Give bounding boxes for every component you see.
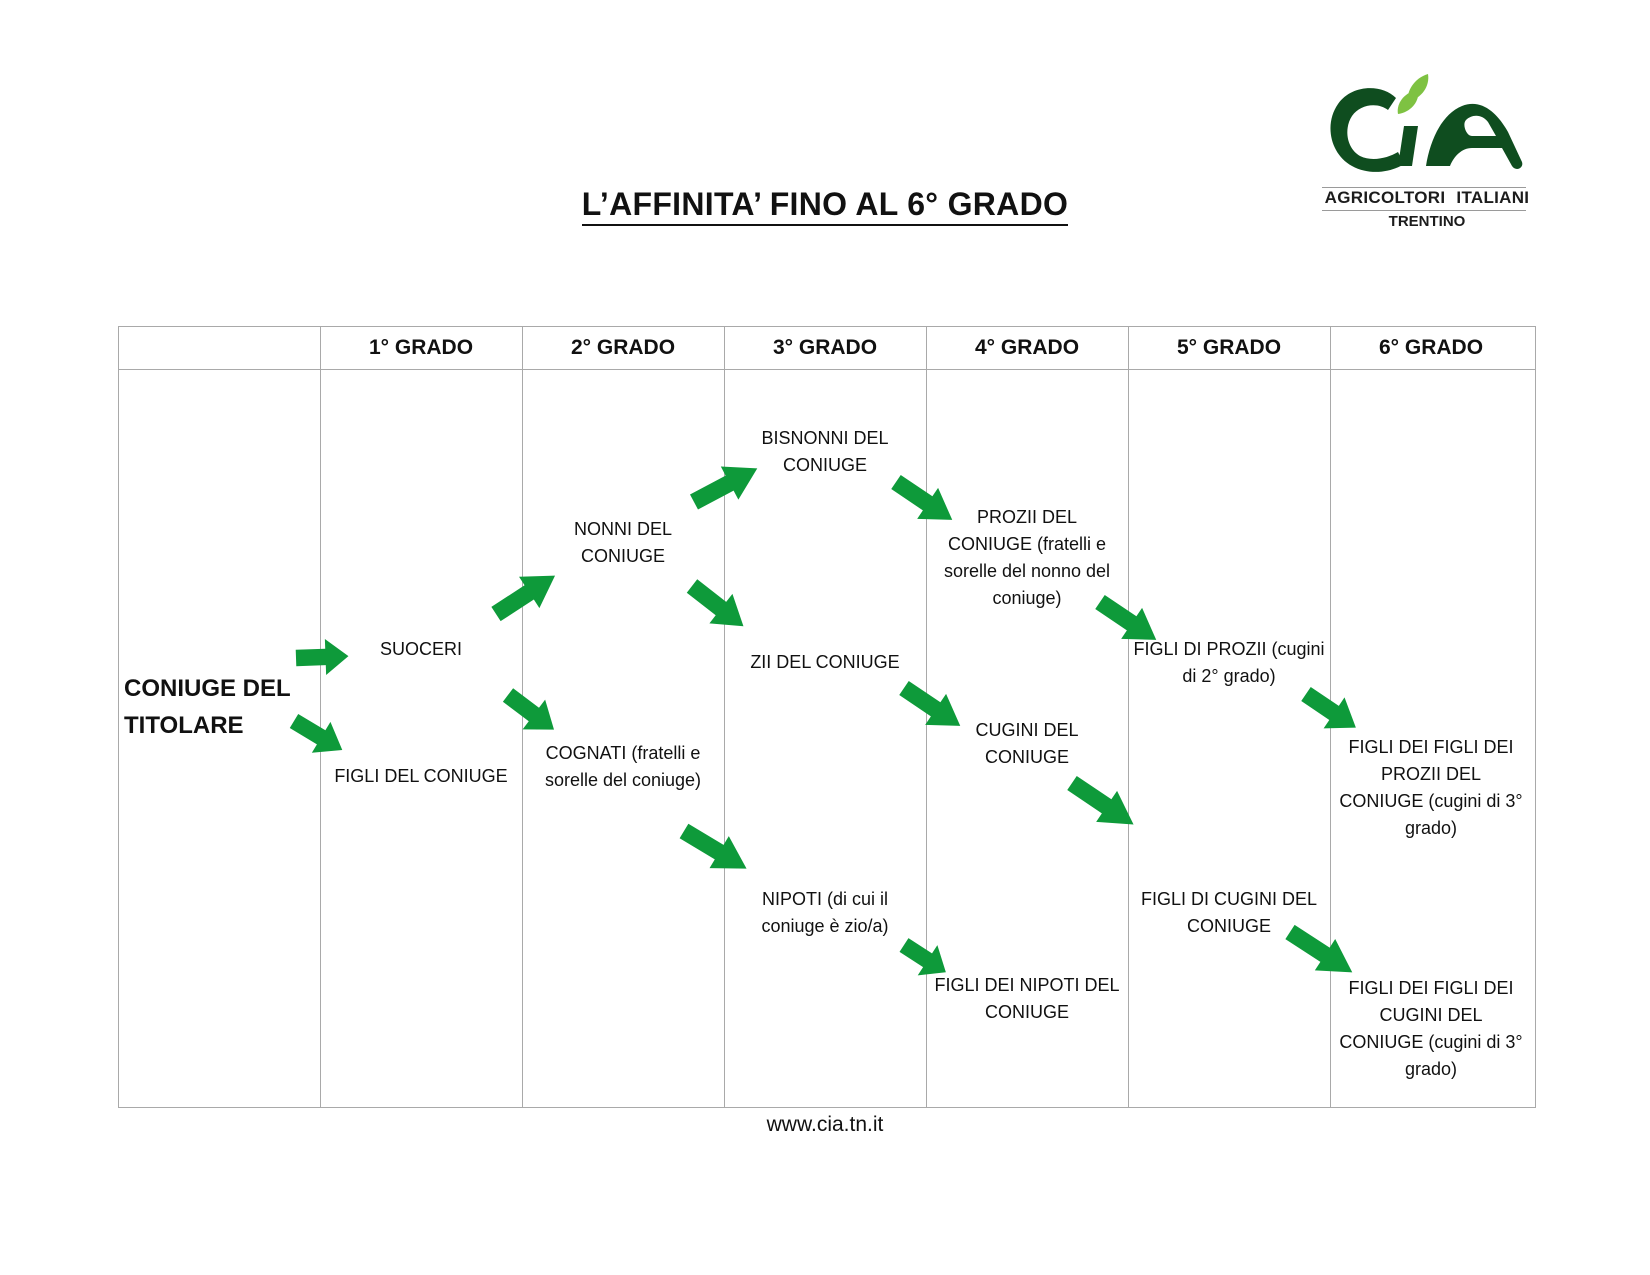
arrow-figli-cugini-figli-figli <box>1279 916 1363 989</box>
logo-text-sub: TRENTINO <box>1388 213 1466 230</box>
footer-website-link[interactable]: www.cia.tn.it <box>766 1113 884 1136</box>
cia-logo <box>1330 74 1523 172</box>
arrow-cugini-figli-cugini <box>1061 767 1145 841</box>
arrow-cognati-nipoti <box>674 814 757 885</box>
header-grado-6: 6° GRADO <box>1378 336 1484 359</box>
header-grado-4: 4° GRADO <box>974 336 1080 359</box>
arrow-nonni-zii <box>680 571 755 641</box>
node-figli-figli-cugini: FIGLI DEI FIGLI DEI CUGINI DEL CONIUGE (… <box>1339 978 1523 1079</box>
arrow-prozii-figli-prozii <box>1089 586 1167 656</box>
node-figli-nipoti: FIGLI DEI NIPOTI DEL CONIUGE <box>934 975 1120 1022</box>
node-nipoti: NIPOTI (di cui il coniuge è zio/a) <box>761 889 889 936</box>
node-figli-figli-prozii: FIGLI DEI FIGLI DEI PROZII DEL CONIUGE (… <box>1339 737 1523 838</box>
node-coniuge-titolare: CONIUGE DEL TITOLARE <box>124 675 291 739</box>
logo-i-shape <box>1398 126 1418 166</box>
arrow-figli-prozii-figli-figli <box>1295 678 1367 744</box>
arrow-suoceri-nonni <box>485 559 566 630</box>
header-grado-2: 2° GRADO <box>570 336 676 359</box>
logo-a-shape <box>1426 103 1523 169</box>
node-cognati: COGNATI (fratelli e sorelle del coniuge) <box>544 743 702 790</box>
node-figli-prozii: FIGLI DI PROZII (cugini di 2° grado) <box>1133 639 1325 686</box>
degree-table <box>118 326 1536 1108</box>
node-zii: ZII DEL CONIUGE <box>750 652 900 672</box>
page-title-text: L’AFFINITA’ FINO AL 6° GRADO <box>581 186 1069 226</box>
header-divider <box>118 369 1536 370</box>
arrow-zii-cugini <box>893 672 971 742</box>
column-divider <box>724 326 725 1108</box>
logo-c-shape <box>1330 88 1404 172</box>
node-suoceri: SUOCERI <box>379 639 462 659</box>
column-divider <box>1128 326 1129 1108</box>
header-grado-3: 3° GRADO <box>772 336 878 359</box>
arrow-suoceri-cognati <box>496 680 566 745</box>
node-figli-coniuge: FIGLI DEL CONIUGE <box>334 766 508 786</box>
node-bisnonni: BISNONNI DEL CONIUGE <box>761 428 889 475</box>
arrow-coniuge-figli <box>284 705 352 766</box>
node-prozii: PROZII DEL CONIUGE (fratelli e sorelle d… <box>943 507 1111 608</box>
logo-text-main: AGRICOLTORI ITALIANI <box>1324 188 1530 207</box>
header-grado-1: 1° GRADO <box>368 336 474 359</box>
arrow-nipoti-figli-nipoti <box>894 929 956 988</box>
column-divider <box>320 326 321 1108</box>
column-divider <box>522 326 523 1108</box>
logo-divider-top <box>1322 187 1526 188</box>
header-grado-5: 5° GRADO <box>1176 336 1282 359</box>
node-nonni: NONNI DEL CONIUGE <box>573 519 672 566</box>
page-title: L’AFFINITA’ FINO AL 6° GRADO <box>0 186 1650 226</box>
logo-leaf-icon <box>1397 90 1419 114</box>
node-cugini: CUGINI DEL CONIUGE <box>975 720 1079 767</box>
node-figli-cugini: FIGLI DI CUGINI DEL CONIUGE <box>1140 889 1318 936</box>
column-divider <box>926 326 927 1108</box>
arrow-coniuge-suoceri <box>295 638 350 677</box>
arrow-bisnonni-prozii <box>885 466 963 536</box>
logo-divider-bottom <box>1322 210 1526 211</box>
arrow-nonni-bisnonni <box>685 451 767 519</box>
